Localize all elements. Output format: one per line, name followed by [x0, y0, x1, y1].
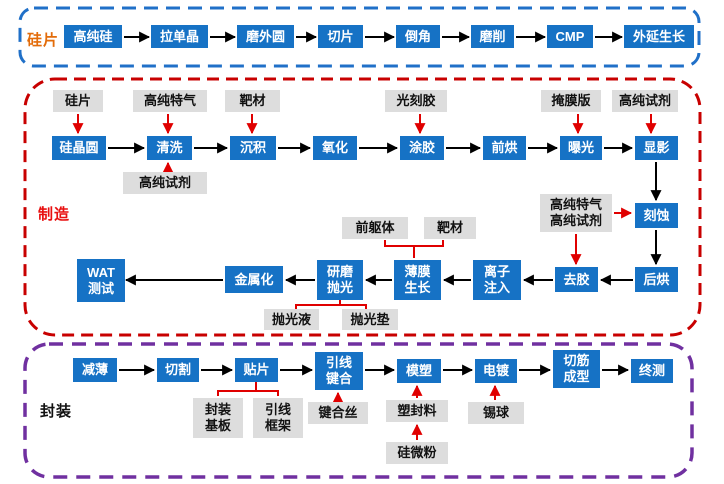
input-bond-wire: 键合丝: [308, 402, 368, 424]
die-attach-input-bracket: [217, 382, 279, 396]
step-cmp: CMP: [547, 25, 593, 48]
step-trim-form: 切筋 成型: [553, 350, 600, 388]
step-cleaning: 清洗: [147, 136, 192, 160]
step-post-bake: 后烘: [635, 267, 678, 292]
step-wat-test: WAT 测试: [77, 259, 125, 302]
input-mask: 掩膜版: [541, 90, 601, 112]
input-wafer: 硅片: [53, 90, 103, 112]
step-coating: 涂胶: [400, 136, 444, 160]
step-exposure: 曝光: [560, 136, 602, 160]
input-reagent: 高纯试剂: [612, 90, 678, 112]
film-growth-input-bracket: [384, 240, 444, 258]
input-target-2: 靶材: [424, 217, 476, 239]
step-thinning: 减薄: [73, 358, 117, 382]
input-photoresist: 光刻胶: [385, 90, 447, 112]
input-substrate: 封装 基板: [193, 398, 243, 438]
step-molding: 模塑: [397, 359, 441, 383]
step-ion-implant: 离子 注入: [473, 260, 521, 300]
step-slicing: 切片: [318, 25, 363, 48]
input-leadframe: 引线 框架: [253, 398, 303, 438]
step-lapping: 磨削: [471, 25, 514, 48]
step-etching: 刻蚀: [635, 203, 678, 228]
step-oxidation: 氧化: [313, 136, 357, 160]
fab-section-label: 制造: [38, 206, 71, 223]
step-soft-bake: 前烘: [483, 136, 526, 160]
input-solder-ball: 锡球: [468, 402, 524, 424]
step-wire-bonding: 引线 键合: [315, 352, 363, 390]
polish-input-bracket: [295, 300, 367, 309]
package-section-label: 封装: [40, 403, 73, 420]
step-deposition: 沉积: [230, 136, 276, 160]
input-precursor: 前躯体: [342, 217, 408, 239]
step-film-growth: 薄膜 生长: [394, 260, 441, 300]
step-plating: 电镀: [475, 359, 517, 383]
step-dicing: 切割: [157, 358, 199, 382]
input-molding-compound: 塑封料: [386, 400, 448, 422]
step-final-test: 终测: [631, 359, 673, 383]
step-epitaxy: 外延生长: [624, 25, 694, 48]
input-specialty-gas: 高纯特气: [133, 90, 207, 112]
step-beveling: 倒角: [396, 25, 440, 48]
input-pad: 抛光垫: [342, 309, 398, 330]
step-strip: 去胶: [555, 267, 598, 292]
step-edge-grinding: 磨外圆: [237, 25, 294, 48]
input-gas-reagent-etch: 高纯特气 高纯试剂: [540, 194, 612, 232]
step-metallization: 金属化: [225, 266, 283, 293]
input-target: 靶材: [225, 90, 280, 112]
step-crystal-pulling: 拉单晶: [151, 25, 208, 48]
input-slurry: 抛光液: [264, 309, 319, 330]
input-reagent-clean: 高纯试剂: [123, 172, 207, 194]
step-die-attach: 贴片: [235, 358, 278, 382]
step-cmp-polish: 研磨 抛光: [317, 260, 363, 300]
step-raw-silicon: 高纯硅: [64, 25, 122, 48]
step-development: 显影: [635, 136, 678, 160]
input-silica-powder: 硅微粉: [386, 442, 448, 464]
wafer-section-label: 硅片: [27, 32, 60, 49]
step-silicon-wafer: 硅晶圆: [52, 136, 106, 160]
